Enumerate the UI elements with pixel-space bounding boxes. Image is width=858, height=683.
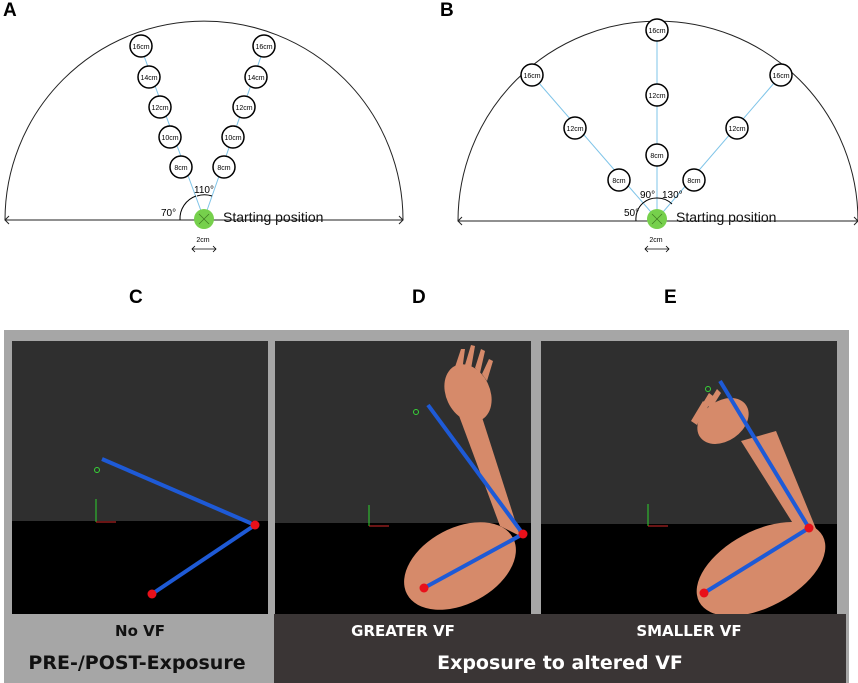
target-dot [705,386,711,392]
angle-label-left: 50° [624,208,639,219]
target-label: 16cm [648,28,665,35]
forearm-segment [426,403,525,536]
marker-width-label: 2cm [649,237,662,244]
target-left-14 [137,65,161,89]
target-label: 8cm [650,153,663,160]
scene-greater-vf [275,341,531,614]
target-label: 16cm [772,73,789,80]
upperarm-segment [702,526,811,595]
targets-left-diagonal: 16cm 12cm 8cm [520,63,631,192]
target-dot [94,467,100,473]
target-right-10 [221,125,245,149]
target-label: 10cm [161,135,178,142]
target-left-16 [520,63,544,87]
panel-letter-e: E [664,287,677,308]
target-label: 16cm [523,73,540,80]
panel-a-diagram: 16cm 14cm 12cm 10cm 8cm 16cm 14cm 12cm 1… [4,20,404,253]
target-right-16 [252,34,276,58]
elbow-joint [250,520,260,530]
shoulder-joint [147,589,157,599]
target-right-8 [682,168,706,192]
angle-label-mid: 90° [640,190,655,201]
target-right-16 [769,63,793,87]
panel-letter-c: C [129,287,143,308]
workspace-semicircle [4,20,404,221]
panel-letter-d: D [412,287,426,308]
targets-right-diagonal: 16cm 12cm 8cm [682,63,793,192]
shoulder-joint [699,588,709,598]
target-left-12 [148,95,172,119]
target-center-8 [645,143,669,167]
angle-arc-right [196,194,213,197]
target-right-12 [232,95,256,119]
panel-letter-a: A [3,0,17,21]
targets-right: 16cm 14cm 12cm 10cm 8cm [212,34,276,179]
scene-no-vf [12,341,268,614]
workspace-semicircle [457,20,858,222]
target-right-8 [212,155,236,179]
starting-position-label: Starting position [676,209,776,225]
target-label: 8cm [174,165,187,172]
angle-arc-left [635,202,644,222]
target-label: 8cm [217,165,230,172]
target-label: 10cm [224,135,241,142]
target-left-8 [607,168,631,192]
target-label: 12cm [728,126,745,133]
target-label: 16cm [255,44,272,51]
target-center-12 [645,83,669,107]
elbow-joint [518,529,528,539]
panel-letter-b: B [440,0,454,21]
target-label: 8cm [612,178,625,185]
upperarm-segment [150,523,257,596]
shoulder-joint [419,583,429,593]
target-label: 12cm [151,105,168,112]
marker-width-label: 2cm [196,237,209,244]
arm-model [404,345,520,610]
target-center-16 [645,18,669,42]
footer-exposure-label: Exposure to altered VF [437,652,683,674]
target-left-8 [169,155,193,179]
angle-arc-right [656,197,673,205]
starting-position-label: Starting position [223,209,323,225]
target-label: 8cm [687,178,700,185]
caption-no-vf: No VF [115,622,165,640]
target-left-10 [158,125,182,149]
target-label: 16cm [132,44,149,51]
target-label: 14cm [140,75,157,82]
angle-label-right: 110° [194,185,214,196]
targets-left: 16cm 14cm 12cm 10cm 8cm [129,34,193,179]
target-left-12 [563,116,587,140]
target-label: 12cm [648,93,665,100]
target-dot [413,409,419,415]
target-label: 12cm [566,126,583,133]
angle-arc-left [179,195,197,221]
target-right-14 [244,65,268,89]
target-label: 14cm [247,75,264,82]
forearm-segment [101,457,256,527]
footer-pre-post-label: PRE-/POST-Exposure [28,652,246,674]
caption-greater-vf: GREATER VF [351,622,455,640]
caption-smaller-vf: SMALLER VF [636,622,742,640]
elbow-joint [804,523,814,533]
angle-arc-mid [642,197,658,204]
target-right-12 [725,116,749,140]
target-left-16 [129,34,153,58]
target-label: 12cm [235,105,252,112]
angle-label-right: 130° [662,190,683,201]
scene-smaller-vf [541,341,837,614]
panel-b-diagram: 16cm 12cm 8cm 16cm 12cm 8cm 16cm 12cm 8c… [457,18,858,253]
upperarm-segment [423,532,524,590]
forearm-segment [718,379,811,530]
angle-label-left: 70° [161,208,176,219]
targets-center: 16cm 12cm 8cm [645,18,669,167]
exposure-dark-band [274,614,846,683]
